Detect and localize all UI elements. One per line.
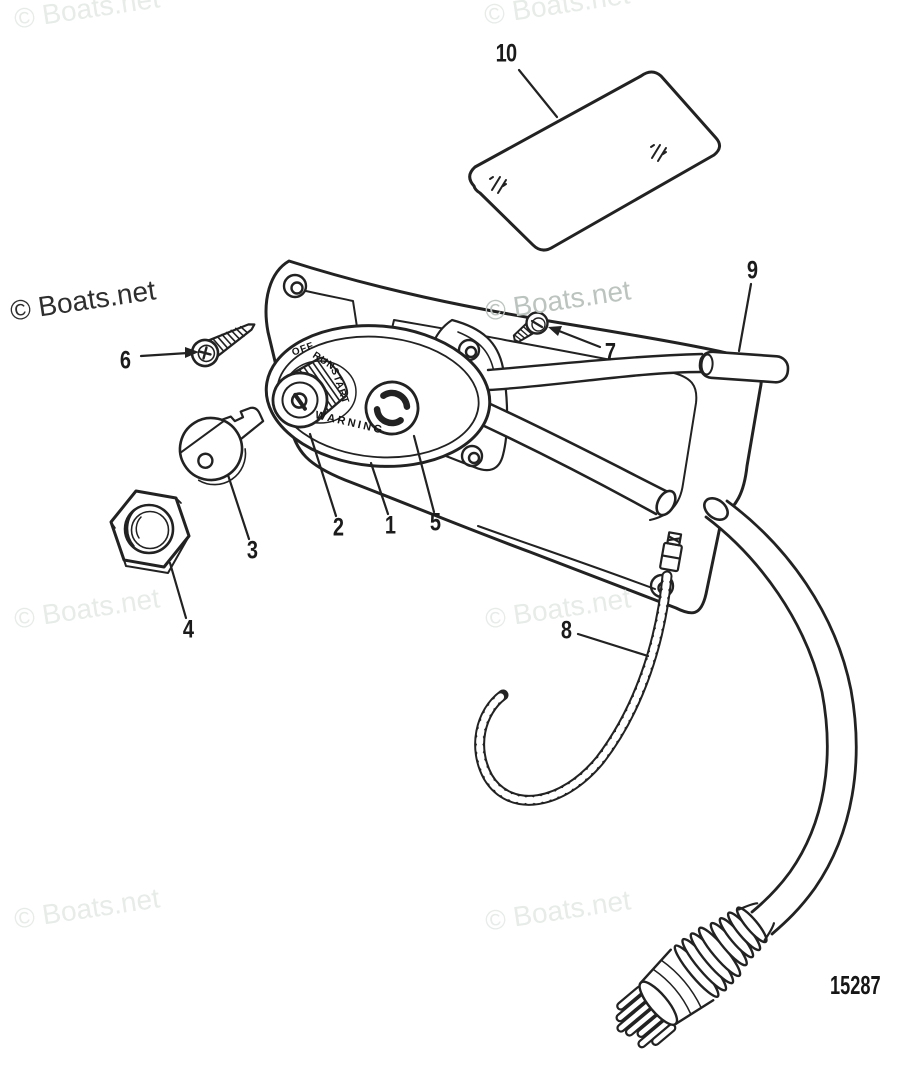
callout-8: 8: [560, 616, 572, 645]
decal-hatch-marks: [489, 144, 667, 194]
leader-1: [369, 461, 390, 516]
leader-8: [576, 632, 650, 658]
wire-to-sleeve: [486, 352, 704, 392]
leader-lines: [139, 68, 753, 658]
callout-6: 6: [119, 346, 131, 375]
leader-10: [517, 68, 559, 119]
leader-9: [737, 282, 753, 353]
leader-7: [552, 327, 602, 349]
decal-sticker: [468, 70, 721, 252]
callout-4: 4: [182, 615, 194, 644]
key-3: [178, 406, 265, 486]
leader-6: [139, 351, 190, 358]
screw-7: [512, 311, 549, 343]
callout-2: 2: [332, 513, 344, 542]
connector-plug: [615, 902, 775, 1049]
screw-6: [190, 323, 256, 368]
callout-1: 1: [384, 511, 396, 540]
leader-2: [308, 432, 338, 518]
flange-screw-hole: [457, 338, 484, 468]
harness-cable: [703, 497, 858, 936]
cut-wire: [478, 400, 677, 517]
keyhole: [290, 392, 308, 411]
callout-7: 7: [604, 338, 616, 367]
leader-5: [412, 434, 436, 514]
connector-pins: [615, 985, 677, 1049]
callout-5: 5: [429, 508, 441, 537]
hex-nut-4: [109, 489, 191, 574]
push-button-5: [364, 380, 420, 436]
callout-3: 3: [246, 536, 258, 565]
callout-10: 10: [495, 39, 517, 68]
leader-7-arrowhead: [548, 326, 562, 336]
part-number: 15287: [830, 970, 881, 1000]
key-cylinder: [271, 356, 357, 429]
lanyard-clip: [659, 531, 683, 573]
sleeve-9: [698, 350, 790, 384]
leader-3: [226, 473, 251, 541]
callout-9: 9: [746, 256, 758, 285]
leader-4: [168, 561, 188, 620]
lanyard-cord-8: [474, 531, 683, 806]
leader-6-arrowhead: [185, 347, 199, 358]
